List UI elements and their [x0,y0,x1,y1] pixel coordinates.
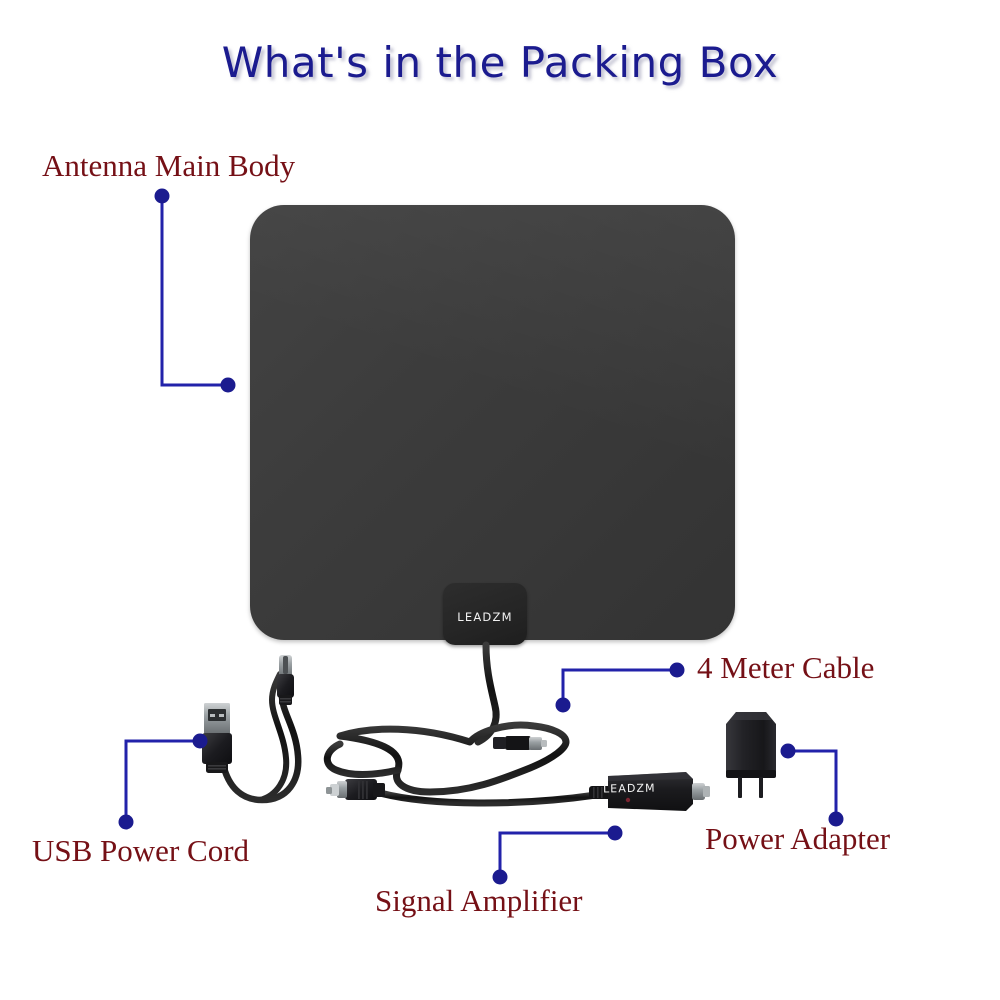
callout-label-usb-power-cord: USB Power Cord [32,833,250,868]
coax-connector-cable [493,736,547,750]
page-title: What's in the Packing Box [221,38,779,87]
callout-label-signal-amplifier: Signal Amplifier [375,883,583,918]
coax-connector-amplifier [326,779,385,800]
callout-label-antenna-main-body: Antenna Main Body [42,148,296,183]
dc-barrel-plug [277,655,294,705]
amplifier-strain-relief [589,786,611,799]
power-adapter [726,712,776,798]
callout-label-four-meter-cable: 4 Meter Cable [697,650,875,685]
usb-a-connector [202,703,232,773]
antenna-brand-badge: LEADZM [443,583,527,645]
antenna-brand-label: LEADZM [457,610,513,624]
four-meter-coax-cable [323,721,570,796]
amplifier-brand-label: LEADZM [602,781,656,796]
usb-power-cord [202,655,302,804]
adapter-prong-right [759,777,763,798]
signal-amplifier [326,772,710,811]
antenna-main-body-panel [250,205,735,640]
amplifier-output-connector [692,783,710,800]
callout-label-power-adapter: Power Adapter [705,821,891,856]
adapter-prong-left [738,777,742,798]
